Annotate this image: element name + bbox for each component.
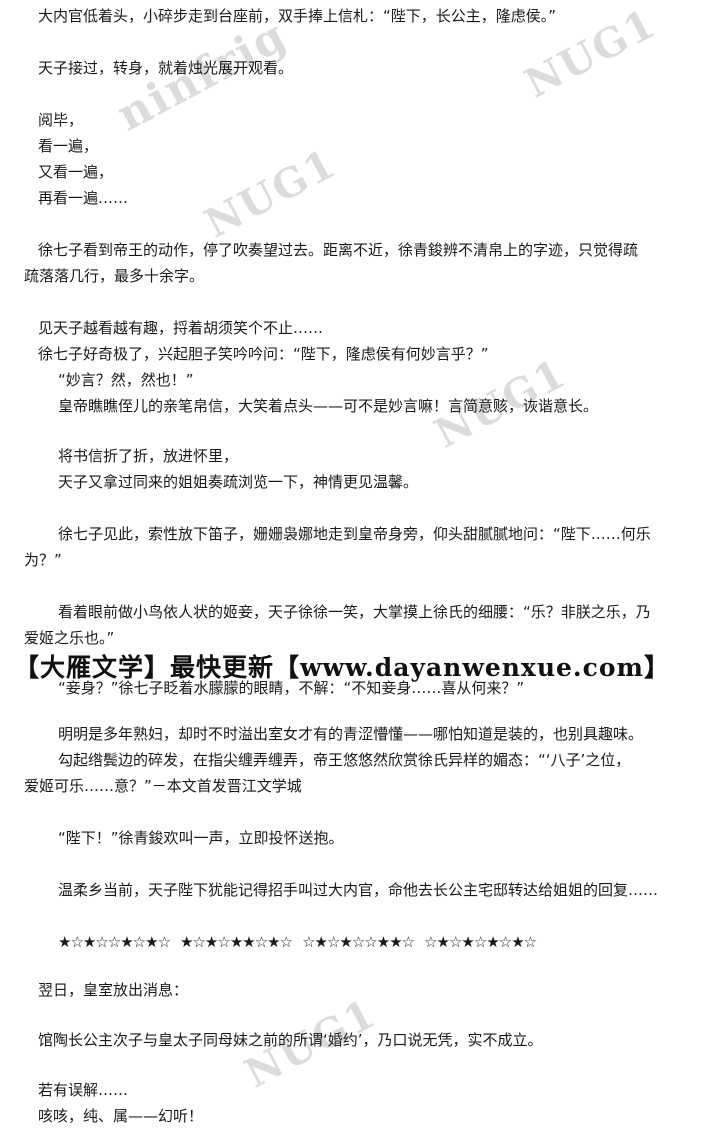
paragraph-line: 徐七子看到帝王的动作，停了吹奏望过去。距离不近，徐青鋑辨不清帛上的字迹，只觉得疏 — [38, 241, 639, 259]
paragraph-line: “妾身？”徐七子眨着水朦朦的眼睛，不解：“不知妾身……喜从何来？” — [58, 679, 525, 697]
star-divider: ★☆★☆☆★☆★☆ ★☆★☆★★☆★☆ ☆★☆★☆☆★★☆ ☆★☆★☆★☆★☆ — [58, 932, 537, 952]
paragraph-line: 将书信折了折，放进怀里， — [58, 447, 239, 465]
paragraph-line: 皇帝瞧瞧侄儿的亲笔帛信，大笑着点头——可不是妙言嘛！言简意赅，诙谐意长。 — [58, 397, 599, 415]
paragraph-line: 再看一遍…… — [38, 189, 129, 207]
paragraph-line: 见天子越看越有趣，捋着胡须笑个不止…… — [38, 319, 324, 337]
paragraph-line: 看着眼前做小鸟依人状的姬妾，天子徐徐一笑，大掌摸上徐氏的细腰：“乐？非朕之乐，乃 — [58, 603, 651, 621]
paragraph-line: 天子接过，转身，就着烛光展开观看。 — [38, 59, 294, 77]
paragraph-line: 天子又拿过同来的姐姐奏疏浏览一下，神情更见温馨。 — [58, 473, 419, 491]
paragraph-line: 翌日，皇室放出消息： — [38, 981, 189, 999]
paragraph-line: 明明是多年熟妇，却时不时溢出室女才有的青涩懵懂——哪怕知道是装的，也别具趣味。 — [58, 725, 644, 743]
paragraph-line: 徐七子好奇极了，兴起胆子笑吟吟问：“陛下，隆虑侯有何妙言乎？” — [38, 345, 489, 363]
star-group: ☆★☆★☆★☆★☆ — [424, 933, 537, 951]
paragraph-line: 为？” — [24, 551, 62, 569]
paragraph-line: 若有误解…… — [38, 1081, 129, 1099]
paragraph-line: 爱姬之乐也。” — [24, 629, 115, 647]
star-group: ★☆★☆★★☆★☆ — [180, 933, 293, 951]
paragraph-line: 大内官低着头，小碎步走到台座前，双手捧上信札：“陛下，长公主，隆虑侯。” — [38, 7, 557, 25]
paragraph-line: 又看一遍， — [38, 163, 114, 181]
site-banner: 【大雁文学】最快更新【www.dayanwenxue.com】 — [14, 653, 670, 682]
paragraph-line: 疏落落几行，最多十余字。 — [24, 267, 205, 285]
paragraph-line: “妙言？然，然也！” — [58, 371, 194, 389]
paragraph-line: 徐七子见此，索性放下笛子，姗姗袅娜地走到皇帝身旁，仰头甜腻腻地问：“陛下……何乐 — [58, 525, 651, 543]
star-group: ☆★☆★☆☆★★☆ — [302, 933, 415, 951]
paragraph-line: 阅毕， — [38, 111, 84, 129]
paragraph-line: “陛下！”徐青鋑欢叫一声，立即投怀送抱。 — [58, 829, 344, 847]
watermark: NUG1 — [197, 139, 345, 248]
paragraph-line: 看一遍， — [38, 137, 99, 155]
paragraph-line: 馆陶长公主次子与皇太子同母妹之前的所谓‘婚约’，乃口说无凭，实不成立。 — [38, 1031, 543, 1049]
paragraph-line: 咳咳，纯、属——幻听！ — [38, 1107, 204, 1125]
paragraph-line: 勾起绺鬓边的碎发，在指尖缠弄缠弄，帝王悠悠然欣赏徐氏异样的媚态：“‘八子’之位， — [58, 751, 631, 769]
paragraph-line: 爱姬可乐……意？”－本文首发晋江文学城 — [24, 777, 302, 795]
star-group: ★☆★☆☆★☆★☆ — [58, 933, 171, 951]
paragraph-line: 温柔乡当前，天子陛下犹能记得招手叫过大内官，命他去长公主宅邸转达给姐姐的回复…… — [58, 881, 659, 899]
